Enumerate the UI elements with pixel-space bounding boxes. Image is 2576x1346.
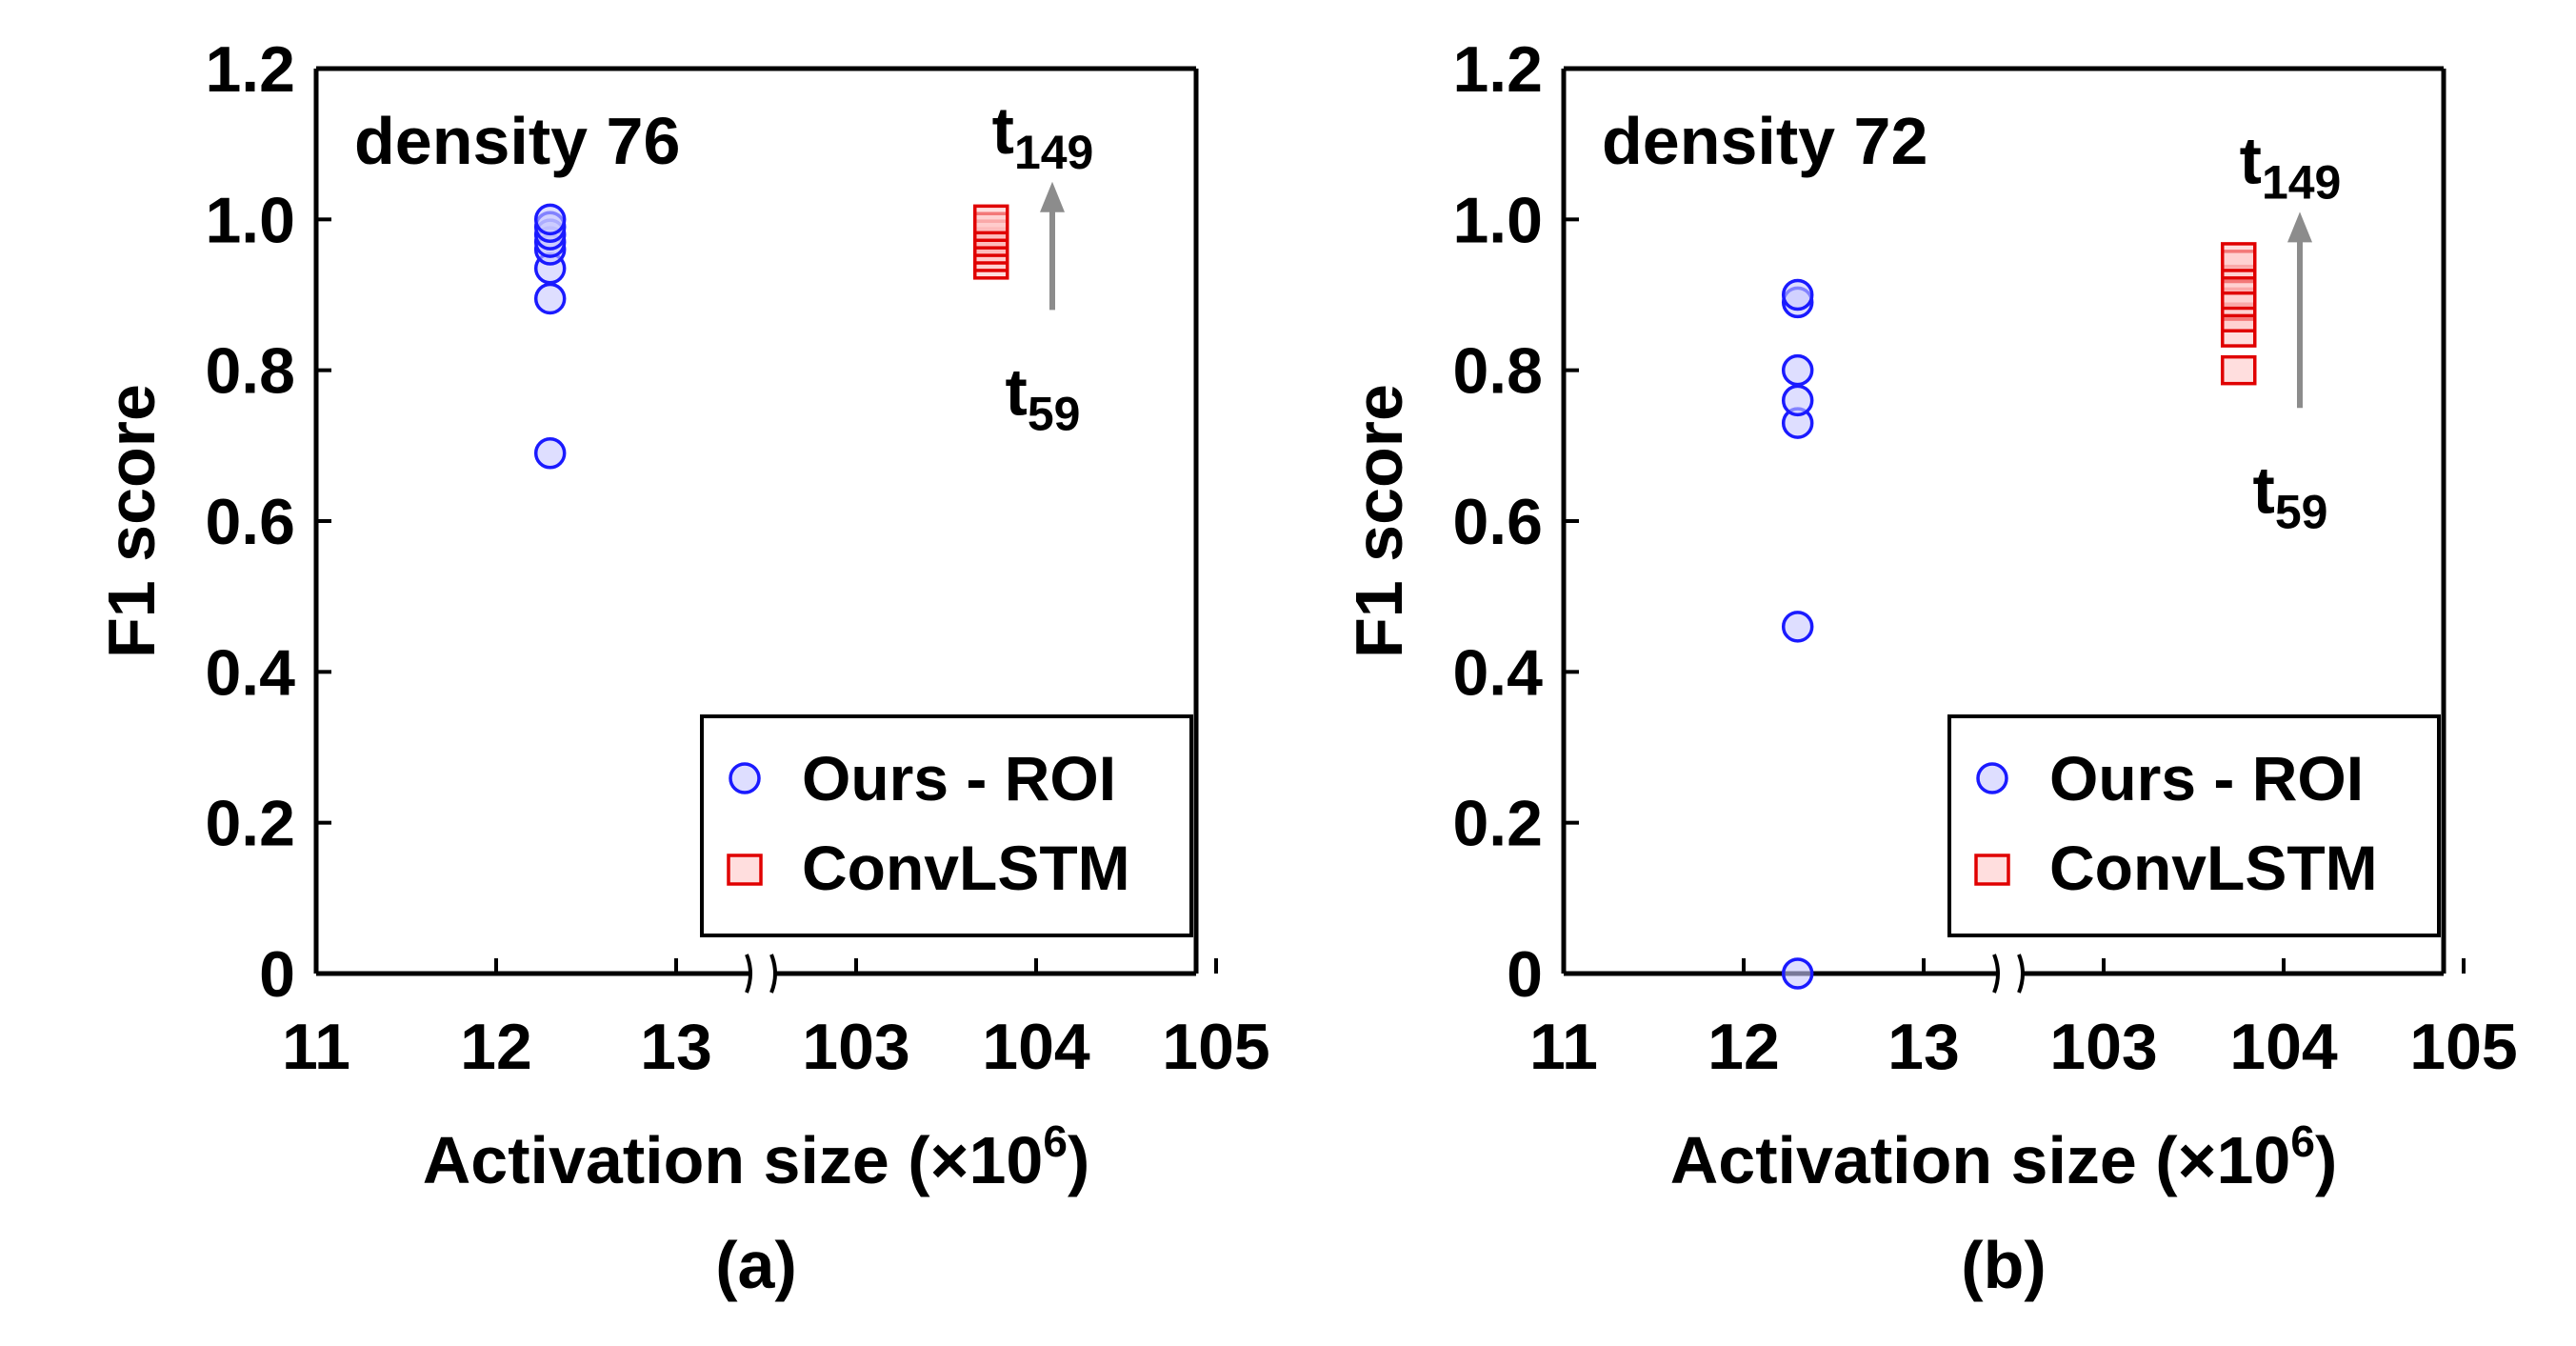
axis-break-mark (1992, 954, 2000, 994)
x-axis-label-close: ) (2315, 1123, 2337, 1197)
legend-ours-label: Ours - ROI (802, 743, 1116, 814)
legend-box (1947, 714, 2441, 937)
x-tick-label: 12 (460, 1011, 532, 1083)
ours-roi-point (1781, 278, 1814, 311)
ours-roi-point (533, 437, 567, 470)
x-tick-label: 104 (2229, 1011, 2338, 1083)
x-tick-label: 13 (640, 1011, 712, 1083)
x-axis-label-exponent: 6 (2290, 1116, 2315, 1166)
y-tick-label: 0 (1507, 938, 1543, 1011)
y-tick-label: 1.0 (205, 184, 295, 256)
x-tick-label: 105 (1162, 1011, 1269, 1083)
arrow-label-start: t59 (2253, 452, 2328, 538)
legend-convlstm-label: ConvLSTM (2049, 833, 2378, 903)
y-tick-label: 1.0 (1452, 184, 1543, 256)
density-annotation: density 72 (1602, 104, 1927, 178)
x-axis-label-exponent: 6 (1043, 1116, 1068, 1166)
chart-panel-b: 0 0.2 0.4 0.6 0.8 1.0 1.2 11 12 13 103 104 105 F1 sco… (1342, 33, 2518, 1302)
x-tick-label: 11 (1529, 1011, 1598, 1083)
x-axis-label-main: Activation size (×10 (1670, 1123, 2291, 1197)
axis-break-mark (2017, 954, 2025, 994)
density-annotation: density 76 (354, 104, 680, 178)
y-tick-label: 1.2 (205, 33, 295, 106)
convlstm-point (2221, 242, 2257, 272)
convlstm-point (973, 204, 1009, 235)
legend-ours-marker (1976, 762, 2008, 794)
y-tick-label: 0.4 (1452, 636, 1543, 709)
axis-break-mark (745, 954, 752, 994)
legend-convlstm-marker (727, 854, 763, 886)
panel-label: (a) (715, 1228, 797, 1302)
ours-roi-point (533, 282, 567, 315)
ours-roi-point (1781, 957, 1814, 990)
x-tick-label: 103 (2049, 1011, 2157, 1083)
y-axis-label: F1 score (1342, 384, 1416, 658)
legend-convlstm-label: ConvLSTM (802, 833, 1130, 903)
time-arrow-head (2287, 211, 2312, 243)
legend-convlstm-marker (1974, 854, 2010, 886)
y-tick-label: 0.4 (205, 636, 295, 709)
x-axis-label-close: ) (1068, 1123, 1089, 1197)
y-tick-label: 0.2 (205, 788, 295, 860)
time-arrow-head (1040, 181, 1065, 212)
y-tick-label: 0.2 (1452, 788, 1543, 860)
y-tick-label: 0.8 (1452, 335, 1543, 408)
arrow-label-end: t149 (2240, 123, 2342, 209)
legend-ours-marker (729, 762, 761, 794)
convlstm-point (2221, 354, 2257, 386)
x-tick-label: 11 (282, 1011, 350, 1083)
y-tick-label: 0.8 (205, 335, 295, 408)
x-axis-label: Activation size (×106) (423, 1116, 1090, 1197)
arrow-label-end: t149 (992, 93, 1094, 179)
x-tick-label: 105 (2409, 1011, 2517, 1083)
y-tick-label: 0 (259, 938, 295, 1011)
x-tick-label: 13 (1887, 1011, 1960, 1083)
x-tick-label: 104 (982, 1011, 1090, 1083)
ours-roi-point (1781, 384, 1814, 417)
legend-box (700, 714, 1193, 937)
x-tick-label: 103 (802, 1011, 909, 1083)
x-axis-label: Activation size (×106) (1670, 1116, 2338, 1197)
chart-panel-a: 0 0.2 0.4 0.6 0.8 1.0 1.2 11 12 13 103 104 105 F1 sco… (94, 33, 1270, 1302)
ours-roi-point (533, 203, 567, 236)
panel-label: (b) (1961, 1228, 2046, 1302)
y-axis-label: F1 score (94, 384, 169, 658)
x-tick-label: 12 (1707, 1011, 1780, 1083)
legend-ours-label: Ours - ROI (2049, 743, 2364, 814)
x-axis-label-main: Activation size (×10 (423, 1123, 1044, 1197)
arrow-label-start: t59 (1006, 354, 1081, 440)
y-tick-label: 0.6 (205, 486, 295, 558)
y-tick-label: 0.6 (1452, 486, 1543, 558)
ours-roi-point (1781, 611, 1814, 643)
y-tick-label: 1.2 (1452, 33, 1543, 106)
axis-break-mark (769, 954, 777, 994)
ours-roi-point (1781, 353, 1814, 387)
